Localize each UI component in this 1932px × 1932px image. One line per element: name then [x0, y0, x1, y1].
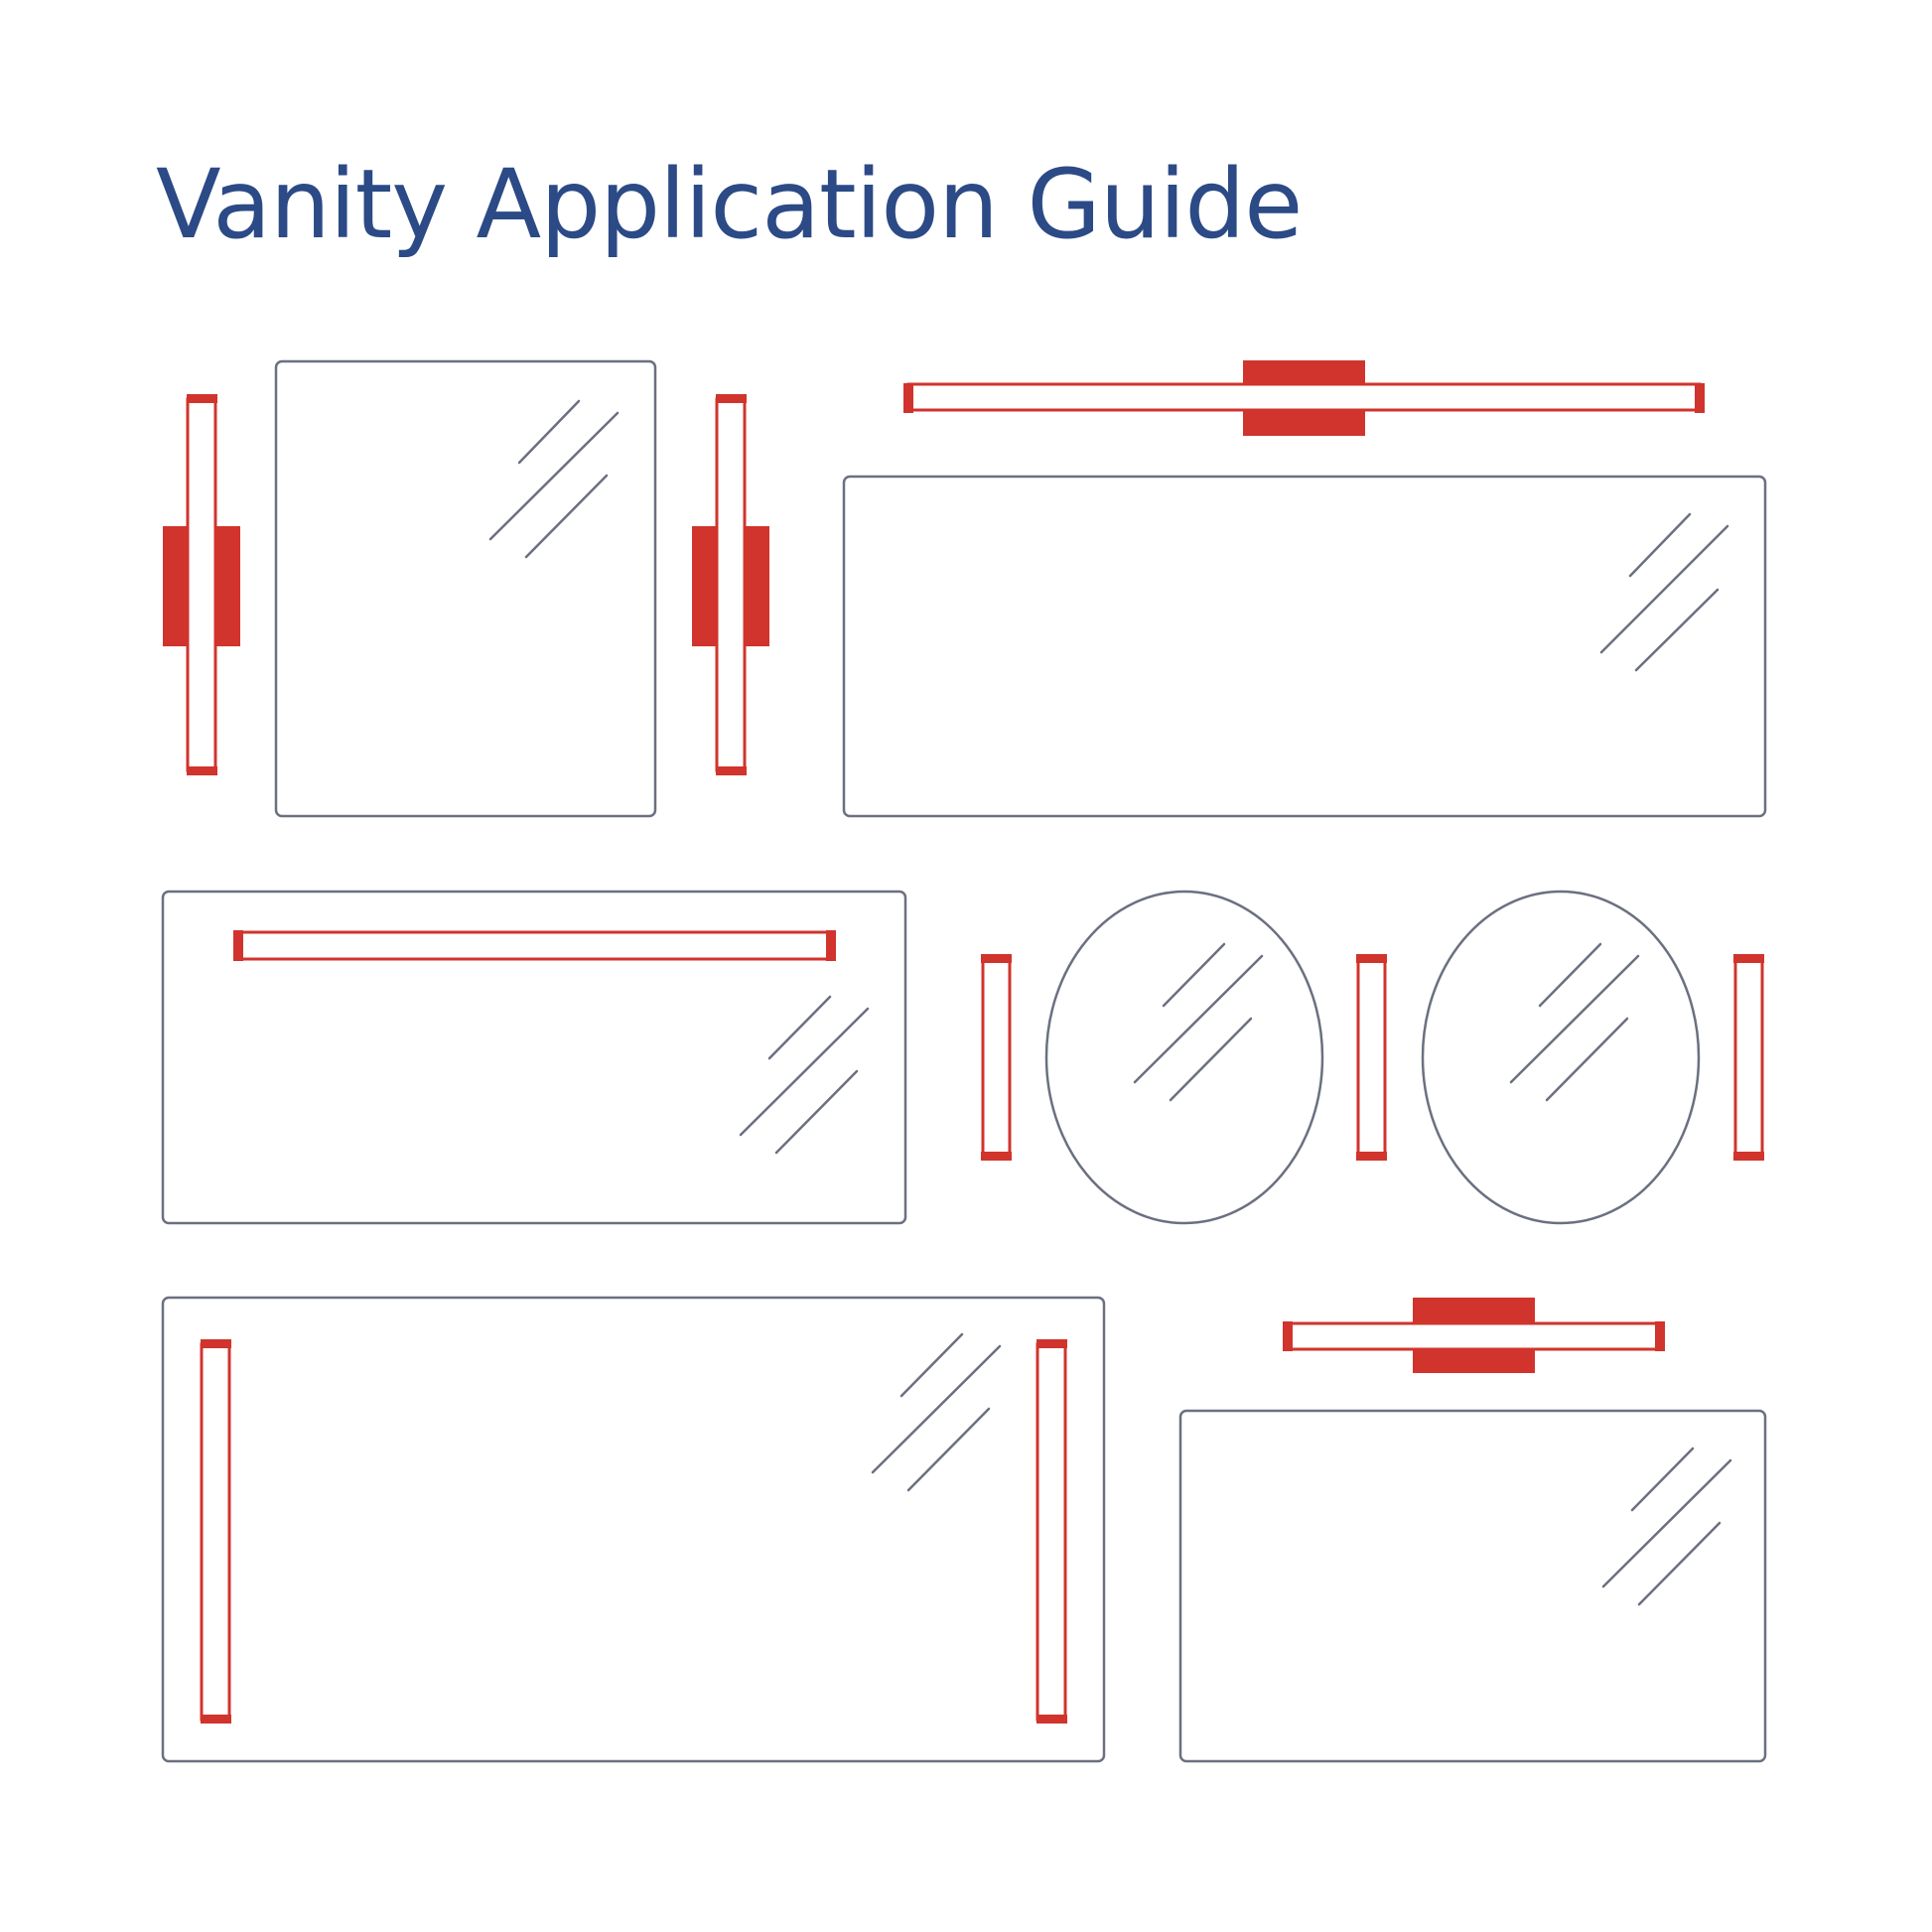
light-bar: [1356, 957, 1387, 1158]
end-cap: [826, 930, 836, 961]
oval-mirror-left: [1044, 890, 1324, 1225]
light-bar: [981, 957, 1012, 1158]
config-double-oval-mirrors: [981, 890, 1764, 1225]
config-wide-mirror-bar-on-mirror: [161, 890, 907, 1225]
config-wide-mirror-bar-above: [842, 360, 1767, 818]
end-cap: [1655, 1321, 1665, 1351]
mirror-glare-icon: [739, 995, 870, 1155]
horizontal-bar-fixture-with-backplate: [903, 360, 1705, 436]
end-cap: [1283, 1321, 1293, 1351]
config-tall-mirror-side-sconces: [163, 359, 769, 818]
end-cap: [1733, 1152, 1764, 1161]
page-title: Vanity Application Guide: [156, 149, 1303, 260]
right-vertical-sconce: [692, 394, 769, 775]
end-cap: [1036, 1715, 1067, 1724]
wide-rectangle-mirror: [842, 475, 1767, 818]
light-bar: [236, 930, 833, 961]
end-cap: [716, 394, 747, 403]
vertical-bar-right: [1035, 1339, 1067, 1724]
config-extra-wide-mirror-vertical-bars: [161, 1296, 1106, 1763]
end-cap: [201, 1715, 231, 1724]
wide-rectangle-mirror: [161, 890, 907, 1225]
mirror-glare-icon: [1133, 942, 1264, 1102]
end-cap: [1356, 954, 1387, 963]
mirror-glare-icon: [871, 1332, 1002, 1492]
end-cap: [716, 766, 747, 775]
vertical-bar-left: [200, 1339, 231, 1724]
end-cap: [187, 394, 217, 403]
end-cap: [1695, 383, 1705, 413]
end-cap: [201, 1339, 231, 1348]
light-bar: [715, 397, 747, 772]
mirror-glare-icon: [1509, 942, 1640, 1102]
mirror-glare-icon: [1599, 512, 1729, 672]
light-bar: [1286, 1321, 1662, 1351]
light-bar: [186, 397, 217, 772]
mirror-glare-icon: [1601, 1447, 1732, 1606]
light-bar: [1733, 957, 1764, 1158]
vertical-bar-middle: [1356, 954, 1387, 1161]
end-cap: [1036, 1339, 1067, 1348]
end-cap: [1356, 1152, 1387, 1161]
light-bar: [200, 1342, 231, 1722]
oval-mirror-right: [1421, 890, 1701, 1225]
horizontal-bar-fixture: [233, 930, 836, 961]
end-cap: [233, 930, 243, 961]
vertical-bar-left: [981, 954, 1012, 1161]
end-cap: [187, 766, 217, 775]
horizontal-bar-fixture-with-backplate: [1283, 1298, 1665, 1373]
tall-rectangle-mirror: [274, 359, 657, 818]
end-cap: [981, 1152, 1012, 1161]
extra-wide-rectangle-mirror: [161, 1296, 1106, 1763]
end-cap: [1733, 954, 1764, 963]
vertical-bar-right: [1733, 954, 1764, 1161]
light-bar: [906, 382, 1702, 412]
config-medium-mirror-bar-above: [1178, 1298, 1767, 1763]
end-cap: [903, 383, 913, 413]
light-bar: [1035, 1342, 1067, 1722]
medium-rectangle-mirror: [1178, 1409, 1767, 1763]
left-vertical-sconce: [163, 394, 240, 775]
end-cap: [981, 954, 1012, 963]
mirror-glare-icon: [488, 399, 620, 559]
